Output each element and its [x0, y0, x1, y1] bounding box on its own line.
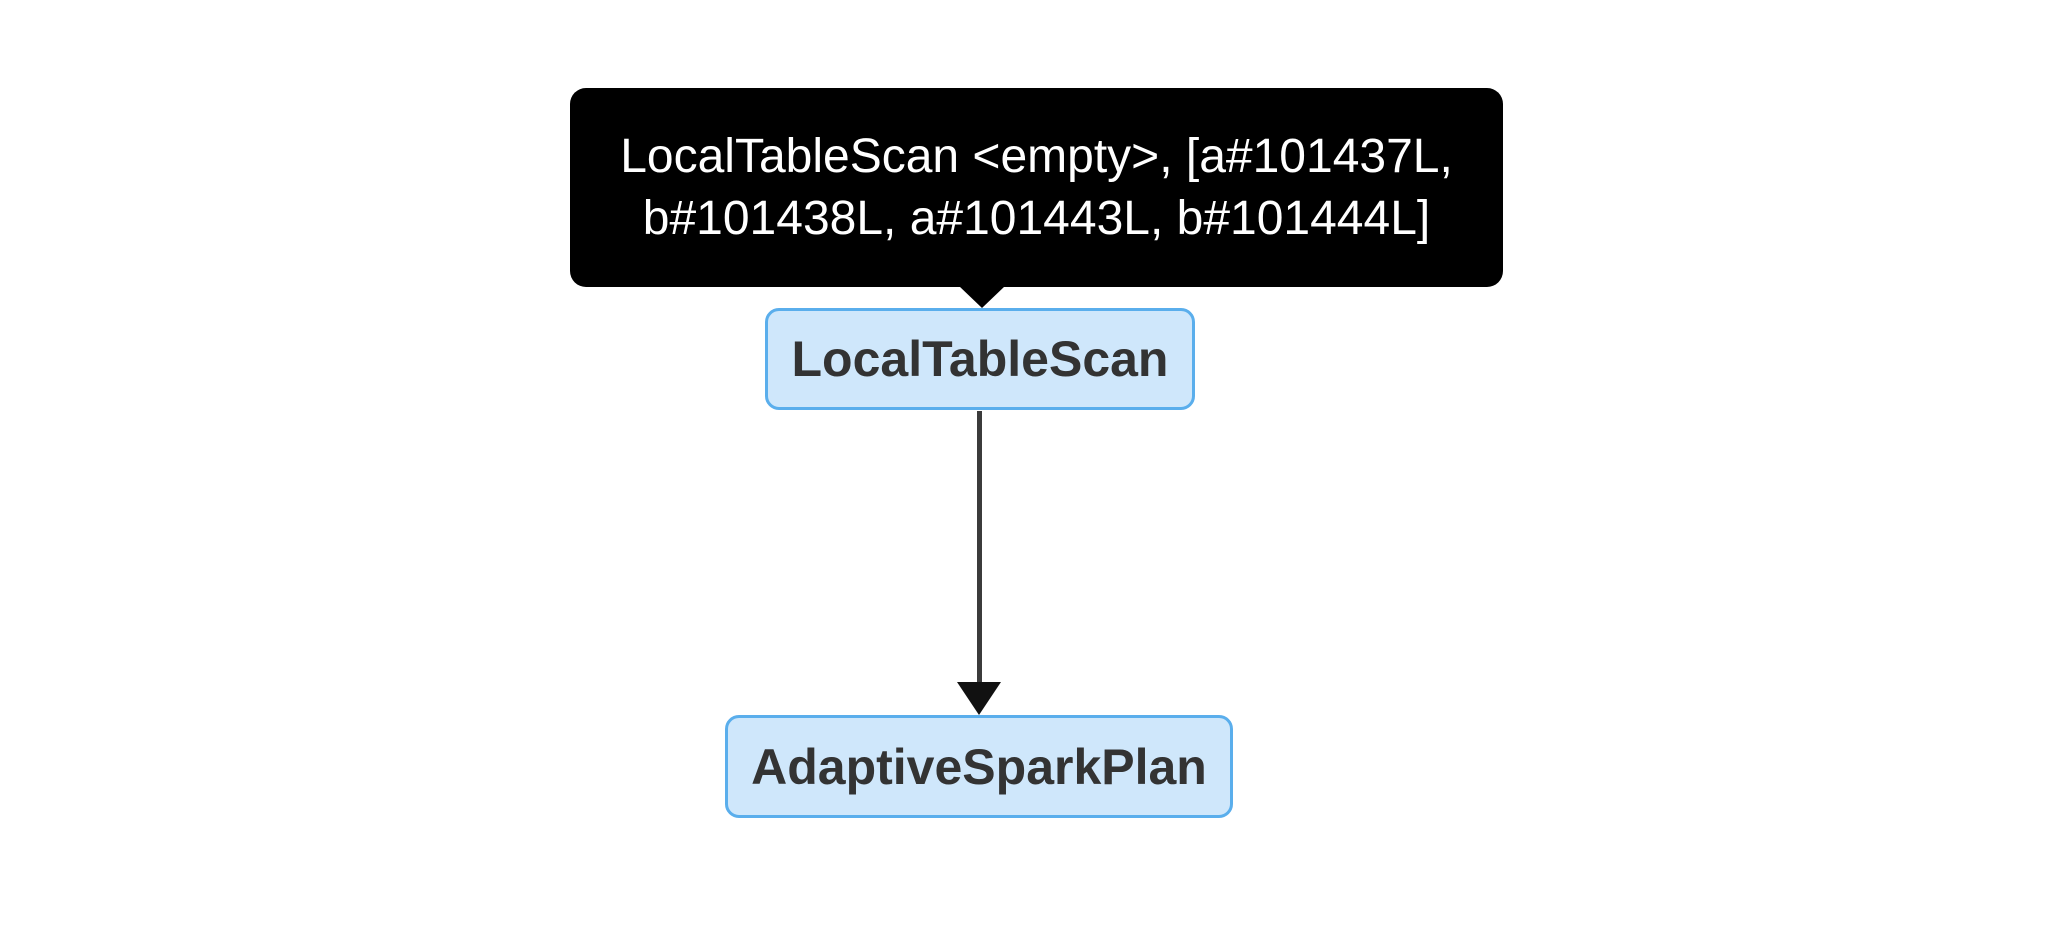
plan-node-label: AdaptiveSparkPlan — [751, 738, 1207, 795]
tooltip-text-line-2: b#101438L, a#101443L, b#101444L] — [642, 191, 1431, 245]
plan-node-adaptivesparkplan[interactable]: AdaptiveSparkPlan — [725, 715, 1233, 818]
tooltip-pointer-icon — [959, 286, 1005, 308]
plan-node-label: LocalTableScan — [791, 331, 1169, 387]
plan-node-localtablescan[interactable]: LocalTableScan — [765, 308, 1195, 410]
tooltip-text-line-1: LocalTableScan <empty>, [a#101437L, — [620, 129, 1453, 183]
edge-arrowhead-icon — [957, 682, 1001, 715]
node-tooltip: LocalTableScan <empty>, [a#101437L, b#10… — [570, 88, 1503, 287]
edge-line — [977, 411, 982, 683]
